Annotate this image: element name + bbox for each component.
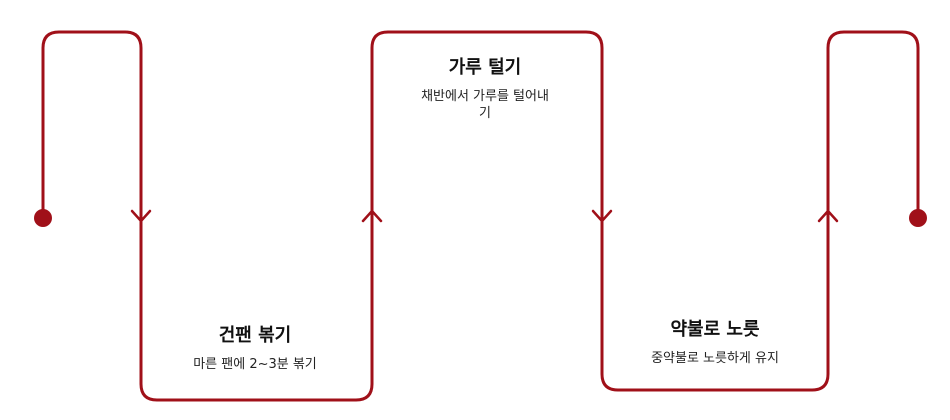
arrow-up-icon [817, 209, 839, 223]
arrow-down-icon [591, 209, 613, 223]
step-card: 가루 털기 채반에서 가루를 털어내 기 [395, 56, 575, 122]
start-dot [34, 209, 52, 227]
step-card: 약불로 노릇 중약불로 노릇하게 유지 [620, 318, 810, 367]
end-dot [909, 209, 927, 227]
step-title: 약불로 노릇 [670, 319, 760, 340]
step-title: 건팬 볶기 [218, 325, 292, 346]
arrow-down-icon [130, 209, 152, 223]
step-description: 마른 팬에 2~3분 볶기 [193, 357, 317, 372]
step-description: 중약불로 노릇하게 유지 [651, 351, 779, 366]
step-title: 가루 털기 [448, 57, 522, 78]
serpentine-connector [41, 30, 920, 402]
arrow-up-icon [361, 209, 383, 223]
step-card: 건팬 볶기 마른 팬에 2~3분 볶기 [160, 324, 350, 373]
step-description: 채반에서 가루를 털어내 기 [421, 89, 549, 121]
